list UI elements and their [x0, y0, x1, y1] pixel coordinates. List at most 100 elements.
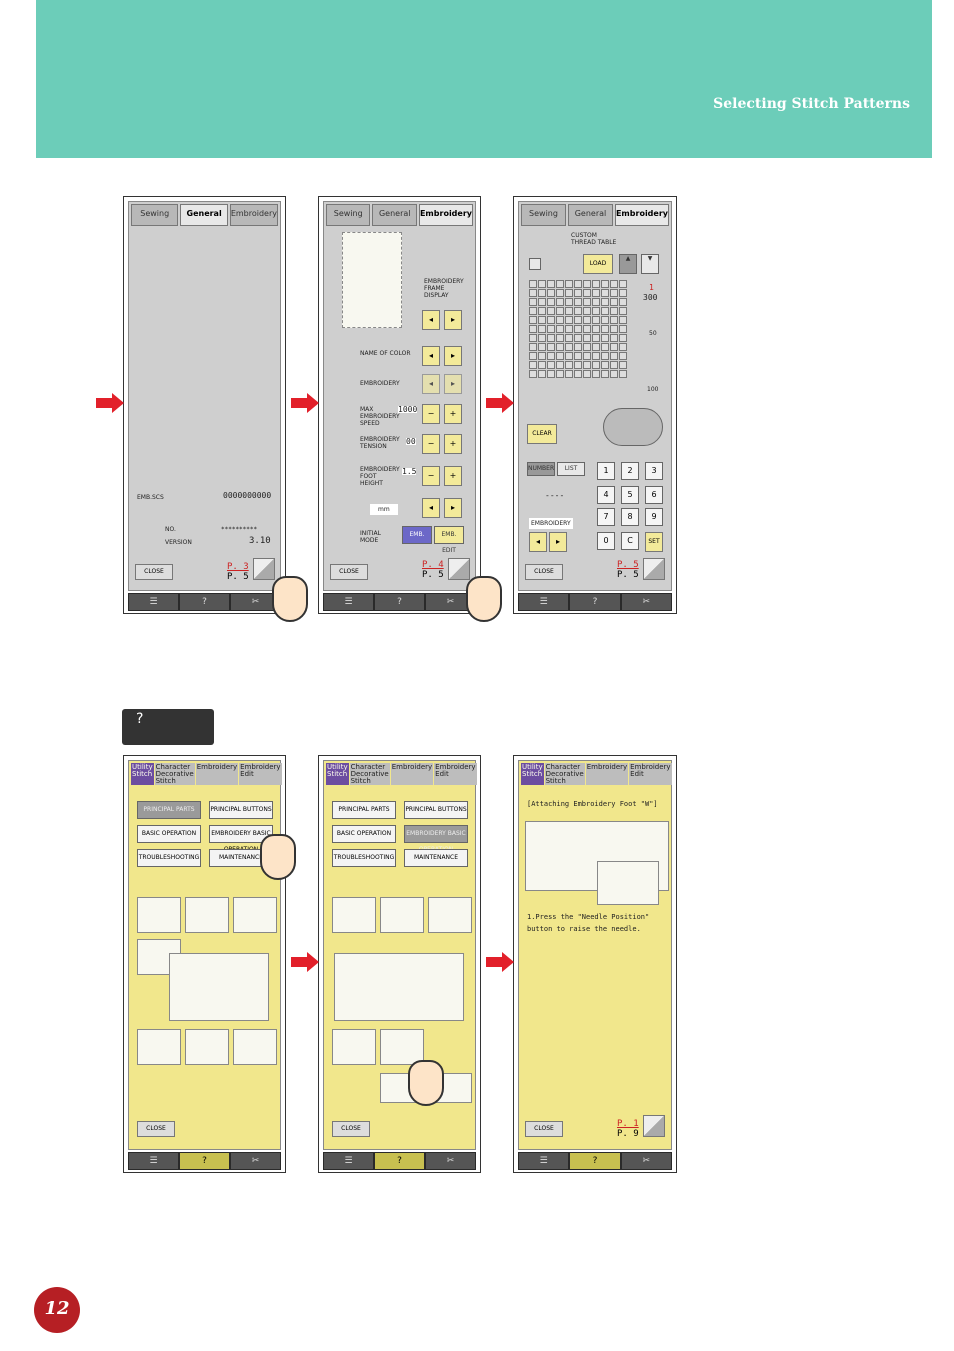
thread-cell[interactable]: [574, 316, 582, 324]
thread-cell[interactable]: [529, 361, 537, 369]
thread-cell[interactable]: [538, 325, 546, 333]
thread-cell[interactable]: [610, 325, 618, 333]
thread-cell[interactable]: [556, 289, 564, 297]
up-button[interactable]: ▲: [619, 254, 637, 274]
thread-cell[interactable]: [619, 280, 627, 288]
tab-general[interactable]: General: [180, 204, 228, 226]
principal-parts-button[interactable]: PRINCIPAL PARTS: [137, 801, 201, 819]
troubleshooting-button[interactable]: TROUBLESHOOTING: [137, 849, 201, 867]
thread-cell[interactable]: [556, 316, 564, 324]
right-arrow-button[interactable]: ▸: [444, 310, 462, 330]
tab-sewing[interactable]: Sewing: [131, 204, 179, 226]
sewing-icon[interactable]: ✂: [621, 1153, 671, 1169]
thread-cell[interactable]: [583, 307, 591, 315]
direction-pad[interactable]: [603, 408, 663, 446]
right-arrow-button[interactable]: ▸: [444, 374, 462, 394]
list-icon[interactable]: ☰: [519, 1153, 569, 1169]
part-image[interactable]: [185, 1029, 229, 1065]
thread-cell[interactable]: [574, 370, 582, 378]
thread-cell[interactable]: [538, 334, 546, 342]
key-9[interactable]: 9: [645, 508, 663, 526]
thread-cell[interactable]: [619, 316, 627, 324]
thread-cell[interactable]: [610, 370, 618, 378]
right-arrow-button[interactable]: ▸: [444, 346, 462, 366]
thread-cell[interactable]: [592, 370, 600, 378]
thread-cell[interactable]: [574, 289, 582, 297]
key-4[interactable]: 4: [597, 486, 615, 504]
key-5[interactable]: 5: [621, 486, 639, 504]
thread-cell[interactable]: [565, 325, 573, 333]
thread-cell[interactable]: [556, 298, 564, 306]
thread-cell[interactable]: [601, 298, 609, 306]
thread-cell[interactable]: [610, 289, 618, 297]
thread-cell[interactable]: [601, 334, 609, 342]
thread-cell[interactable]: [583, 370, 591, 378]
close-button[interactable]: CLOSE: [525, 1121, 563, 1137]
right-arrow-button[interactable]: ▸: [549, 532, 567, 552]
tab-embroidery[interactable]: Embroidery: [195, 763, 239, 785]
thread-cell[interactable]: [619, 334, 627, 342]
close-button[interactable]: CLOSE: [135, 564, 173, 580]
thread-cell[interactable]: [619, 307, 627, 315]
maintenance-button[interactable]: MAINTENANCE: [404, 849, 468, 867]
thread-cell[interactable]: [556, 334, 564, 342]
mode-emb-button[interactable]: EMB.: [402, 526, 432, 544]
thread-cell[interactable]: [574, 352, 582, 360]
tab-general[interactable]: General: [372, 204, 417, 226]
basic-operation-button[interactable]: BASIC OPERATION: [332, 825, 396, 843]
close-button[interactable]: CLOSE: [137, 1121, 175, 1137]
part-image[interactable]: [137, 897, 181, 933]
thread-cell[interactable]: [592, 298, 600, 306]
tab-embroidery[interactable]: Embroidery: [614, 204, 669, 226]
thread-cell[interactable]: [529, 343, 537, 351]
thread-cell[interactable]: [601, 352, 609, 360]
thread-cell[interactable]: [574, 307, 582, 315]
close-button[interactable]: CLOSE: [332, 1121, 370, 1137]
thread-cell[interactable]: [538, 280, 546, 288]
thread-cell[interactable]: [565, 280, 573, 288]
thread-cell[interactable]: [592, 289, 600, 297]
thread-cell[interactable]: [583, 298, 591, 306]
thread-cell[interactable]: [556, 352, 564, 360]
troubleshooting-button[interactable]: TROUBLESHOOTING: [332, 849, 396, 867]
thread-cell[interactable]: [547, 334, 555, 342]
thread-cell[interactable]: [583, 343, 591, 351]
list-icon[interactable]: ☰: [324, 1153, 373, 1169]
thread-cell[interactable]: [574, 334, 582, 342]
thread-cell[interactable]: [619, 298, 627, 306]
thread-cell[interactable]: [565, 361, 573, 369]
basic-operation-button[interactable]: BASIC OPERATION: [137, 825, 201, 843]
thread-cell[interactable]: [592, 307, 600, 315]
thread-cell[interactable]: [610, 343, 618, 351]
thread-cell[interactable]: [556, 361, 564, 369]
thread-cell[interactable]: [547, 361, 555, 369]
left-arrow-button[interactable]: ◂: [529, 532, 547, 552]
list-icon[interactable]: ☰: [129, 1153, 178, 1169]
thread-cell[interactable]: [619, 361, 627, 369]
help-icon[interactable]: ?: [570, 594, 620, 610]
thread-cell[interactable]: [565, 307, 573, 315]
next-page-button[interactable]: [448, 558, 470, 580]
part-image[interactable]: [380, 1029, 424, 1065]
sewing-icon[interactable]: ✂: [231, 594, 280, 610]
thread-cell[interactable]: [601, 289, 609, 297]
thread-cell[interactable]: [619, 370, 627, 378]
thread-color-grid[interactable]: [529, 280, 627, 378]
thread-cell[interactable]: [538, 361, 546, 369]
thread-cell[interactable]: [592, 280, 600, 288]
left-arrow-button[interactable]: ◂: [422, 374, 440, 394]
part-image[interactable]: [137, 1029, 181, 1065]
key-7[interactable]: 7: [597, 508, 615, 526]
sewing-icon[interactable]: ✂: [231, 1153, 280, 1169]
key-8[interactable]: 8: [621, 508, 639, 526]
thread-cell[interactable]: [619, 343, 627, 351]
part-image[interactable]: [185, 897, 229, 933]
thread-cell[interactable]: [547, 370, 555, 378]
thread-cell[interactable]: [601, 361, 609, 369]
load-button[interactable]: LOAD: [583, 254, 613, 274]
sewing-icon[interactable]: ✂: [621, 594, 671, 610]
